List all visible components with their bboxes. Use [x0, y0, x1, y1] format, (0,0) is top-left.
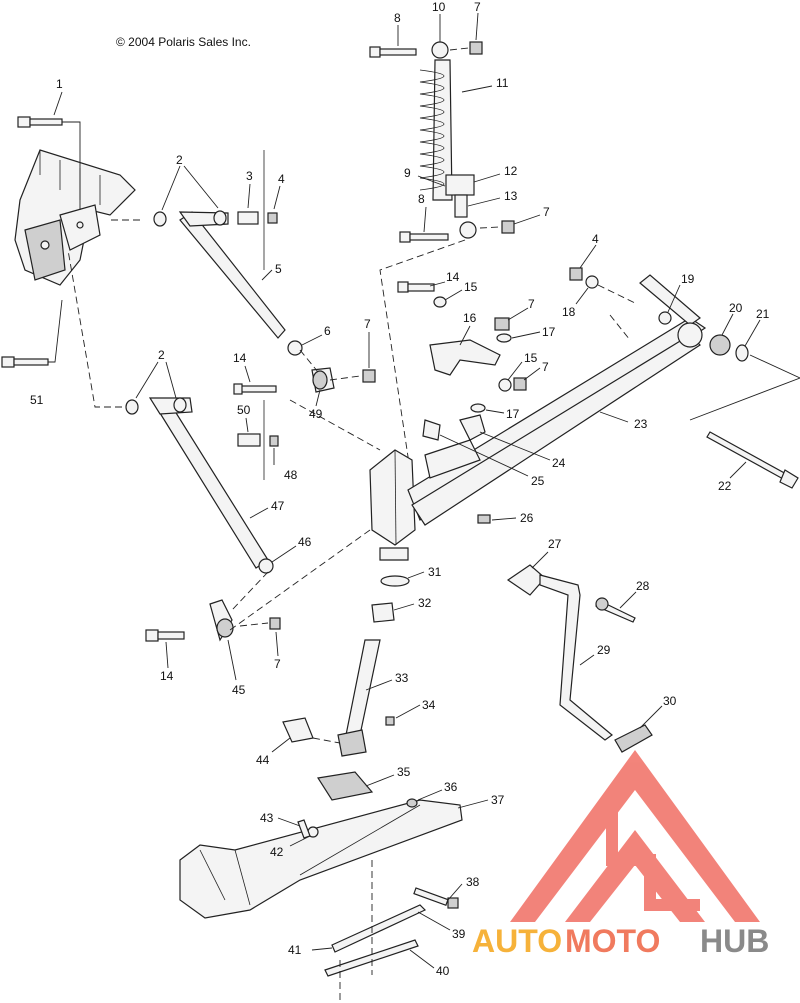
- bolt-51: [1, 356, 49, 368]
- callout-35: 35: [397, 765, 411, 779]
- callout-24: 24: [552, 456, 566, 470]
- callout-6: 6: [324, 324, 331, 338]
- callout-8-top: 8: [394, 11, 401, 25]
- callout-17-upper: 17: [542, 325, 556, 339]
- callout-21: 21: [756, 307, 770, 321]
- callout-13: 13: [504, 189, 518, 203]
- callout-28: 28: [636, 579, 650, 593]
- brand-moto: MOTO: [565, 923, 660, 959]
- callout-12: 12: [504, 164, 518, 178]
- rod-hardware-upper: [569, 267, 672, 325]
- automotohub-logo: [510, 750, 760, 922]
- callout-37: 37: [491, 793, 505, 807]
- callout-27: 27: [548, 537, 562, 551]
- callout-19: 19: [681, 272, 695, 286]
- callout-41: 41: [288, 943, 302, 957]
- upper-a-arm: [153, 150, 303, 356]
- spindle-shaft: [282, 575, 410, 757]
- callout-11: 11: [496, 76, 509, 90]
- automotohub-wordmark: AUTO MOTO HUB: [472, 923, 769, 959]
- callout-8-lower: 8: [418, 192, 425, 206]
- callout-47: 47: [271, 499, 285, 513]
- callout-29: 29: [597, 643, 611, 657]
- callout-31: 31: [428, 565, 442, 579]
- callout-14-mid: 14: [233, 351, 247, 365]
- callout-51: 51: [30, 393, 44, 407]
- callout-43: 43: [260, 811, 274, 825]
- callout-33: 33: [395, 671, 409, 685]
- callout-36: 36: [444, 780, 458, 794]
- callout-40: 40: [436, 964, 450, 978]
- callout-45: 45: [232, 683, 246, 697]
- upper-spindle-mount: [233, 367, 376, 395]
- callout-4-upper: 4: [278, 172, 285, 186]
- callout-7-steer: 7: [528, 297, 535, 311]
- bolt-22: [706, 431, 799, 489]
- callout-38: 38: [466, 875, 480, 889]
- callout-30: 30: [663, 694, 677, 708]
- callout-17-lower: 17: [506, 407, 520, 421]
- callout-4-right: 4: [592, 232, 599, 246]
- ski-pad: [317, 771, 374, 801]
- callout-50: 50: [237, 403, 251, 417]
- brand-hub: HUB: [700, 923, 769, 959]
- callout-32: 32: [418, 596, 432, 610]
- callout-7-mid: 7: [364, 317, 371, 331]
- callout-7-steer-lower: 7: [542, 360, 549, 374]
- callout-16: 16: [463, 311, 477, 325]
- callout-48: 48: [284, 468, 298, 482]
- callout-7-shock: 7: [543, 205, 550, 219]
- callout-5: 5: [275, 262, 282, 276]
- callout-22: 22: [718, 479, 732, 493]
- callout-7-lower: 7: [274, 657, 281, 671]
- callout-14-lower: 14: [160, 669, 174, 683]
- callout-25: 25: [531, 474, 545, 488]
- lower-spindle-mount: [145, 599, 281, 642]
- callout-39: 39: [452, 927, 466, 941]
- copyright-text: © 2004 Polaris Sales Inc.: [116, 35, 251, 49]
- callout-20: 20: [729, 301, 743, 315]
- ski-wear-bars: [324, 887, 459, 977]
- callout-10: 10: [432, 0, 446, 14]
- bolt-1: [17, 116, 63, 128]
- callout-9: 9: [404, 166, 411, 180]
- callout-2-upper: 2: [176, 153, 183, 167]
- callout-7-top: 7: [474, 0, 481, 14]
- callout-15-upper: 15: [464, 280, 478, 294]
- spindle-housing: [369, 449, 416, 561]
- callout-46: 46: [298, 535, 312, 549]
- callout-18: 18: [562, 305, 576, 319]
- shock-absorber: [369, 41, 515, 243]
- callout-14-upper: 14: [446, 270, 460, 284]
- steering-arm: [397, 281, 527, 524]
- callouts: 1 2 3 4 5 6 7 8 10 7 11 9 12: [30, 0, 770, 978]
- callout-1: 1: [56, 77, 63, 91]
- steering-handle: [506, 564, 653, 753]
- radius-rod: [407, 274, 749, 526]
- brand-auto: AUTO: [472, 923, 562, 959]
- callout-15-lower: 15: [524, 351, 538, 365]
- chassis-bracket: [14, 149, 136, 286]
- callout-34: 34: [422, 698, 436, 712]
- callout-42: 42: [270, 845, 284, 859]
- callout-49: 49: [309, 407, 323, 421]
- callout-44: 44: [256, 753, 270, 767]
- callout-26: 26: [520, 511, 534, 525]
- callout-3: 3: [246, 169, 253, 183]
- callout-2-lower: 2: [158, 348, 165, 362]
- callout-23: 23: [634, 417, 648, 431]
- lower-a-arm: [125, 397, 279, 574]
- ski: [179, 798, 463, 919]
